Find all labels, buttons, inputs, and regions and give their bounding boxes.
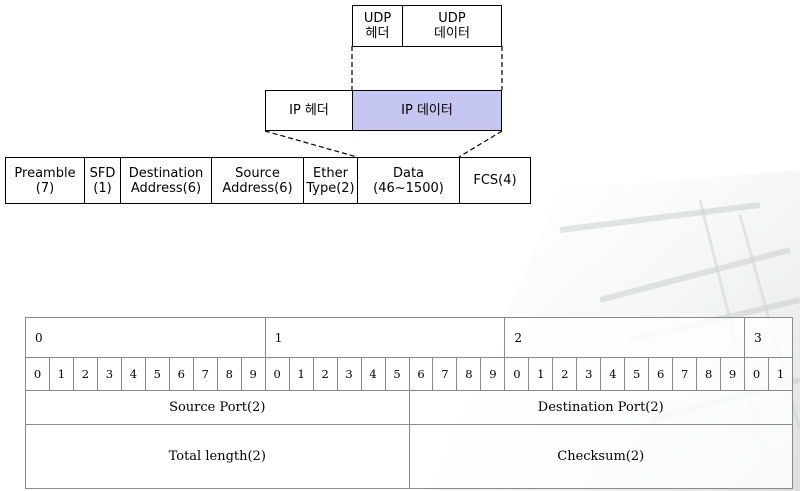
bit-number-cell: 8 — [216, 357, 242, 391]
bit-number-cell: 9 — [720, 357, 746, 391]
checksum-field: Checksum(2) — [408, 424, 793, 489]
bit-number-cell: 0 — [744, 357, 770, 391]
frame-field-line1: Ether — [313, 165, 348, 181]
ip-to-frame-right-connector — [458, 130, 503, 158]
bit-number-cell: 5 — [624, 357, 650, 391]
bit-number-cell: 1 — [768, 357, 793, 391]
byte-label-3: 3 — [744, 317, 793, 358]
frame-field-line2: (46~1500) — [373, 180, 444, 196]
byte-label-1: 1 — [264, 317, 506, 358]
udp-data-box: UDP 데이터 — [402, 5, 502, 47]
bit-number-cell: 7 — [432, 357, 458, 391]
bit-number-cell: 0 — [264, 357, 290, 391]
bit-number-cell: 9 — [240, 357, 266, 391]
ip-data-box: IP 데이터 — [352, 90, 502, 131]
bit-number-cell: 6 — [168, 357, 194, 391]
bit-number-cell: 8 — [696, 357, 722, 391]
bit-number-cell: 0 — [25, 357, 50, 391]
ip-data-label: IP 데이터 — [401, 103, 453, 118]
frame-field-line1: SFD — [89, 165, 116, 181]
byte-label-2: 2 — [504, 317, 746, 358]
bit-number-cell: 2 — [312, 357, 338, 391]
byte-label-0: 0 — [25, 317, 266, 358]
bit-number-cell: 2 — [72, 357, 98, 391]
bit-number-cell: 8 — [456, 357, 482, 391]
bit-number-cell: 3 — [336, 357, 362, 391]
bit-number-cell: 9 — [480, 357, 506, 391]
bit-number-cell: 7 — [672, 357, 698, 391]
udp-header-label-line2: 헤더 — [365, 26, 390, 41]
udp-data-label-line2: 데이터 — [434, 26, 470, 41]
ip-header-box: IP 헤더 — [265, 90, 353, 131]
bit-number-cell: 3 — [576, 357, 602, 391]
frame-field-line2: Type(2) — [306, 180, 355, 196]
bit-number-cell: 7 — [192, 357, 218, 391]
bit-number-cell: 0 — [504, 357, 530, 391]
frame-preamble: Preamble(7) — [5, 157, 85, 204]
bit-number-cell: 5 — [144, 357, 170, 391]
ip-to-frame-left-connector — [264, 130, 358, 158]
frame-field-line1: Preamble — [14, 165, 76, 181]
frame-field-line1: FCS(4) — [473, 173, 517, 188]
total-length-field: Total length(2) — [25, 424, 410, 489]
bit-number-cell: 6 — [408, 357, 434, 391]
udp-header-label-line1: UDP — [363, 11, 392, 26]
bit-number-cell: 4 — [600, 357, 626, 391]
frame-field-line1: Source — [235, 165, 280, 181]
frame-sfd: SFD(1) — [84, 157, 121, 204]
frame-field-line2: (7) — [35, 180, 55, 196]
bit-number-cell: 1 — [528, 357, 554, 391]
frame-field-line1: Data — [392, 165, 425, 181]
source-port-field: Source Port(2) — [25, 390, 410, 425]
bit-number-cell: 2 — [552, 357, 578, 391]
frame-data: Data(46~1500) — [357, 157, 460, 204]
bit-number-cell: 3 — [96, 357, 122, 391]
udp-data-label-line1: UDP — [438, 11, 466, 26]
frame-field-line2: (1) — [93, 180, 112, 196]
bit-number-cell: 6 — [648, 357, 674, 391]
udp-header-box: UDP 헤더 — [352, 5, 403, 47]
destination-port-field: Destination Port(2) — [408, 390, 793, 425]
ip-header-label: IP 헤더 — [289, 103, 329, 118]
frame-field-line2: Address(6) — [222, 180, 293, 196]
frame-field-line1: Destination — [128, 165, 204, 181]
bit-number-cell: 1 — [48, 357, 74, 391]
frame-field-line2: Address(6) — [130, 180, 202, 196]
bit-number-cell: 5 — [384, 357, 410, 391]
bit-number-cell: 1 — [288, 357, 314, 391]
bit-number-cell: 4 — [360, 357, 386, 391]
frame-fcs: FCS(4) — [459, 157, 531, 204]
bit-number-cell: 4 — [120, 357, 146, 391]
